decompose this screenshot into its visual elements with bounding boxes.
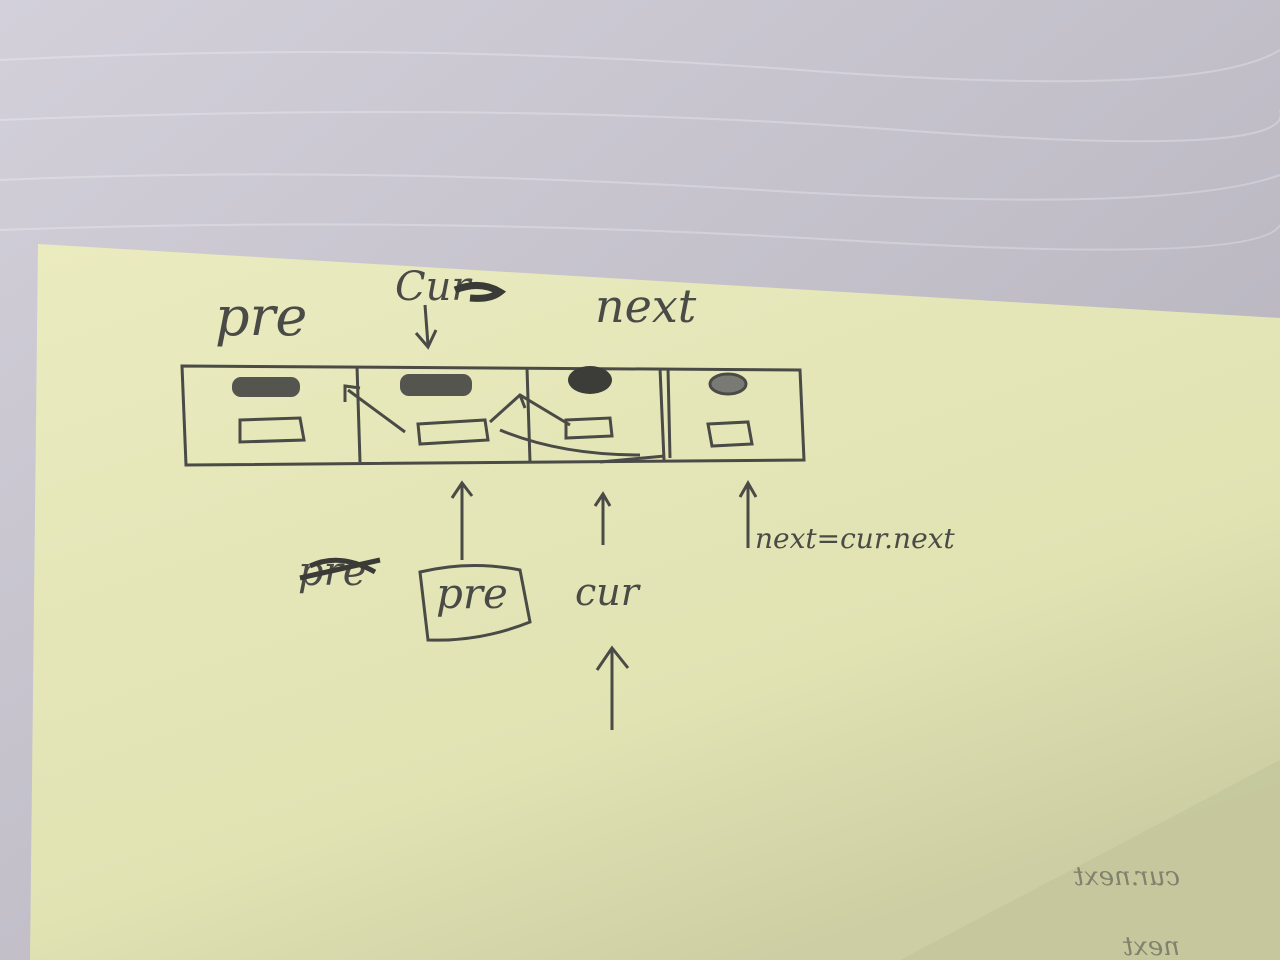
pre-box bbox=[418, 563, 532, 642]
strike-through bbox=[299, 557, 381, 581]
mirrored-line-2: next bbox=[1122, 932, 1180, 960]
node-1 bbox=[232, 377, 306, 444]
paper-sheet bbox=[30, 244, 1280, 960]
node-2 bbox=[400, 374, 490, 446]
desk-grain bbox=[0, 49, 1280, 251]
label-next-top: next bbox=[595, 279, 697, 333]
node-3 bbox=[564, 366, 614, 440]
up-arrows bbox=[450, 479, 758, 730]
mirrored-text: cur.next next bbox=[1073, 862, 1180, 960]
label-next-assignment: next=cur.next bbox=[755, 522, 955, 555]
node-4 bbox=[706, 372, 754, 448]
cur-scribble bbox=[453, 282, 507, 302]
cur-down-arrow bbox=[414, 304, 438, 350]
label-pre-top: pre bbox=[215, 285, 307, 348]
paper-shadow bbox=[900, 760, 1280, 960]
label-cur-bottom: cur bbox=[575, 570, 642, 614]
list-pointers bbox=[343, 384, 666, 464]
label-pre-boxed: pre bbox=[436, 569, 508, 618]
mirrored-line-1: cur.next bbox=[1073, 862, 1180, 892]
